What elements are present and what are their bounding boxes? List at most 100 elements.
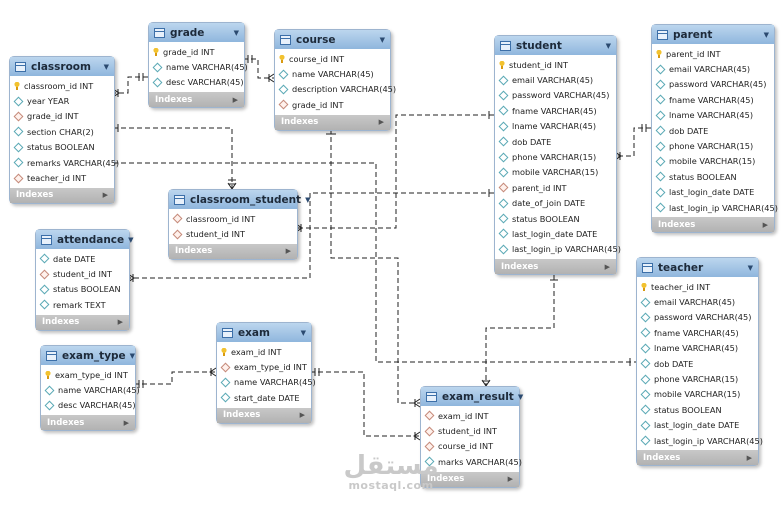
column-row[interactable]: section CHAR(2)	[10, 124, 114, 139]
table-header[interactable]: classroom▼	[10, 57, 114, 76]
column-row[interactable]: course_id INT	[421, 439, 519, 454]
expand-arrow-icon[interactable]: ▶	[285, 247, 291, 256]
column-row[interactable]: exam_type_id INT	[41, 367, 135, 382]
column-row[interactable]: teacher_id INT	[637, 279, 758, 294]
column-row[interactable]: exam_type_id INT	[217, 359, 311, 374]
chevron-down-icon[interactable]: ▼	[605, 41, 611, 50]
column-row[interactable]: student_id INT	[495, 57, 616, 72]
column-row[interactable]: mobile VARCHAR(15)	[652, 154, 774, 169]
indexes-section[interactable]: Indexes▶	[41, 415, 135, 431]
chevron-down-icon[interactable]: ▼	[747, 263, 753, 272]
table-header[interactable]: course▼	[275, 30, 390, 49]
chevron-down-icon[interactable]: ▼	[763, 30, 769, 39]
table-header[interactable]: teacher▼	[637, 258, 758, 277]
column-row[interactable]: mobile VARCHAR(15)	[495, 165, 616, 180]
table-header[interactable]: exam_type▼	[41, 346, 135, 365]
column-row[interactable]: phone VARCHAR(15)	[652, 138, 774, 153]
column-row[interactable]: course_id INT	[275, 51, 390, 66]
column-row[interactable]: fname VARCHAR(45)	[652, 92, 774, 107]
column-row[interactable]: email VARCHAR(45)	[637, 294, 758, 309]
expand-arrow-icon[interactable]: ▶	[232, 95, 238, 104]
table-header[interactable]: attendance▼	[36, 230, 134, 249]
column-row[interactable]: lname VARCHAR(45)	[495, 119, 616, 134]
column-row[interactable]: last_login_date DATE	[495, 226, 616, 241]
column-row[interactable]: fname VARCHAR(45)	[637, 325, 758, 340]
column-row[interactable]: last_login_ip VARCHAR(45)	[495, 242, 621, 257]
column-row[interactable]: student_id INT	[36, 266, 129, 281]
table-header[interactable]: exam▼	[217, 323, 311, 342]
chevron-down-icon[interactable]: ▼	[517, 392, 524, 401]
expand-arrow-icon[interactable]: ▶	[507, 475, 513, 484]
expand-arrow-icon[interactable]: ▶	[102, 191, 108, 200]
column-row[interactable]: parent_id INT	[652, 46, 774, 61]
column-row[interactable]: teacher_id INT	[10, 170, 114, 185]
indexes-section[interactable]: Indexes▶	[217, 407, 311, 423]
indexes-section[interactable]: Indexes▶	[169, 243, 297, 259]
indexes-section[interactable]: Indexes▶	[36, 314, 129, 330]
column-row[interactable]: mobile VARCHAR(15)	[637, 387, 758, 402]
column-row[interactable]: student_id INT	[421, 423, 519, 438]
chevron-down-icon[interactable]: ▼	[305, 195, 311, 204]
column-row[interactable]: last_login_ip VARCHAR(45)	[637, 433, 763, 448]
chevron-down-icon[interactable]: ▼	[103, 62, 109, 71]
indexes-section[interactable]: Indexes▶	[652, 217, 774, 233]
column-row[interactable]: parent_id INT	[495, 180, 616, 195]
indexes-section[interactable]: Indexes▶	[149, 92, 244, 108]
column-row[interactable]: exam_id INT	[421, 408, 519, 423]
column-row[interactable]: phone VARCHAR(15)	[495, 149, 616, 164]
column-row[interactable]: name VARCHAR(45)	[275, 66, 390, 81]
expand-arrow-icon[interactable]: ▶	[299, 411, 305, 420]
column-row[interactable]: classroom_id INT	[169, 211, 297, 226]
chevron-down-icon[interactable]: ▼	[128, 235, 134, 244]
expand-arrow-icon[interactable]: ▶	[762, 220, 768, 229]
column-row[interactable]: start_date DATE	[217, 390, 311, 405]
column-row[interactable]: date_of_join DATE	[495, 196, 616, 211]
column-row[interactable]: password VARCHAR(45)	[652, 77, 774, 92]
column-row[interactable]: phone VARCHAR(15)	[637, 371, 758, 386]
column-row[interactable]: status BOOLEAN	[10, 140, 114, 155]
table-header[interactable]: student▼	[495, 36, 616, 55]
column-row[interactable]: name VARCHAR(45)	[41, 382, 140, 397]
column-row[interactable]: last_login_date DATE	[652, 185, 774, 200]
indexes-section[interactable]: Indexes▶	[495, 259, 616, 275]
column-row[interactable]: desc VARCHAR(45)	[41, 398, 136, 413]
column-row[interactable]: description VARCHAR(45)	[275, 82, 396, 97]
column-row[interactable]: marks VARCHAR(45)	[421, 454, 522, 469]
column-row[interactable]: status BOOLEAN	[495, 211, 616, 226]
column-row[interactable]: grade_id INT	[275, 97, 390, 112]
column-row[interactable]: grade_id INT	[149, 44, 244, 59]
column-row[interactable]: status BOOLEAN	[652, 169, 774, 184]
expand-arrow-icon[interactable]: ▶	[123, 418, 129, 427]
column-row[interactable]: student_id INT	[169, 226, 297, 241]
indexes-section[interactable]: Indexes▶	[10, 187, 114, 203]
column-row[interactable]: password VARCHAR(45)	[637, 310, 758, 325]
column-row[interactable]: dob DATE	[495, 134, 616, 149]
column-row[interactable]: dob DATE	[637, 356, 758, 371]
chevron-down-icon[interactable]: ▼	[129, 351, 136, 360]
column-row[interactable]: lname VARCHAR(45)	[637, 341, 758, 356]
expand-arrow-icon[interactable]: ▶	[604, 262, 610, 271]
chevron-down-icon[interactable]: ▼	[300, 328, 306, 337]
column-row[interactable]: remark TEXT	[36, 297, 129, 312]
column-row[interactable]: email VARCHAR(45)	[652, 61, 774, 76]
column-row[interactable]: status BOOLEAN	[36, 282, 129, 297]
table-header[interactable]: exam_result▼	[421, 387, 523, 406]
column-row[interactable]: name VARCHAR(45)	[217, 375, 316, 390]
column-row[interactable]: last_login_ip VARCHAR(45)	[652, 200, 778, 215]
table-header[interactable]: grade▼	[149, 23, 244, 42]
column-row[interactable]: exam_id INT	[217, 344, 311, 359]
column-row[interactable]: grade_id INT	[10, 109, 114, 124]
column-row[interactable]: fname VARCHAR(45)	[495, 103, 616, 118]
column-row[interactable]: last_login_date DATE	[637, 418, 758, 433]
column-row[interactable]: status BOOLEAN	[637, 402, 758, 417]
column-row[interactable]: lname VARCHAR(45)	[652, 108, 774, 123]
